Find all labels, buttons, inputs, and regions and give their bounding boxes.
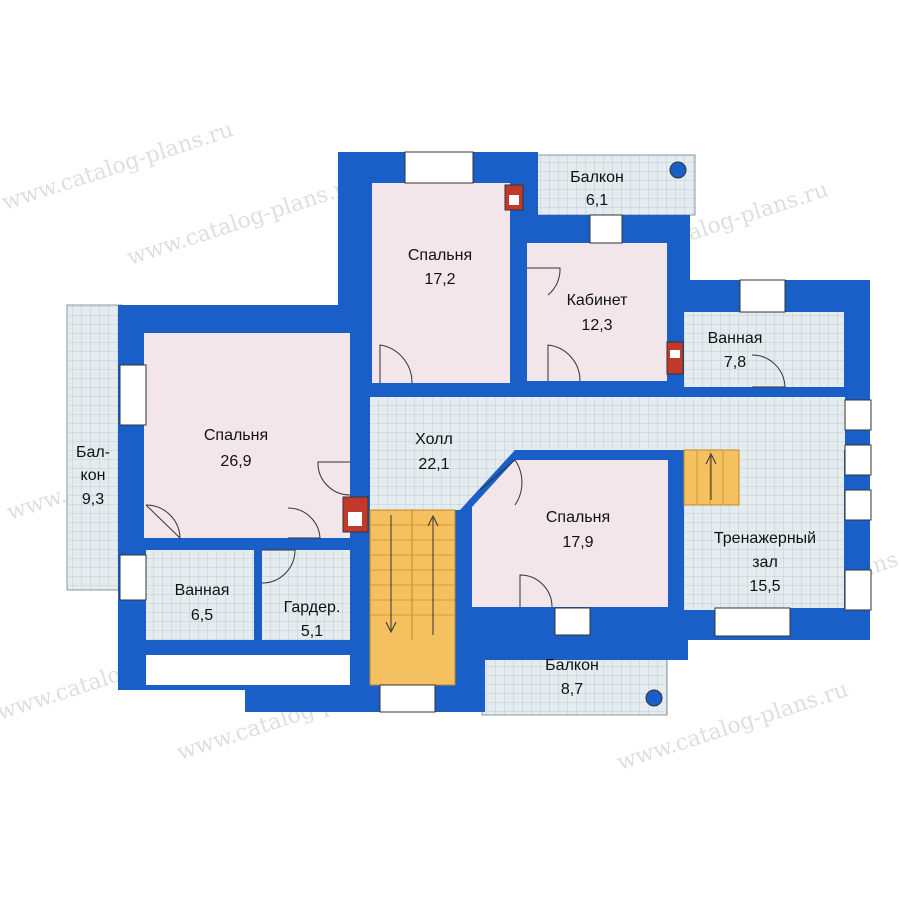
label-bedroom-top-area: 17,2 — [424, 271, 455, 288]
label-gym-name1: Тренажерный — [714, 530, 816, 547]
label-bath-right-area: 7,8 — [724, 354, 746, 371]
label-gym-area: 15,5 — [749, 578, 780, 595]
label-balcony-left-name2: кон — [81, 467, 106, 484]
label-balcony-left-name1: Бал- — [76, 444, 110, 461]
drain-icon — [645, 689, 663, 707]
room-bath-right — [684, 312, 844, 387]
label-wardrobe-area: 5,1 — [301, 623, 323, 640]
watermark-text: www.catalog-plans.ru — [124, 172, 361, 270]
staircase-gym — [683, 449, 740, 506]
label-hall-area: 22,1 — [418, 456, 449, 473]
room-bedroom-top — [372, 183, 510, 383]
staircase — [369, 509, 456, 686]
label-hall-name: Холл — [415, 431, 453, 448]
label-bedroom-top-name: Спальня — [408, 247, 472, 264]
label-bath-left-name: Ванная — [175, 582, 230, 599]
room-bath-left — [146, 550, 254, 640]
label-wardrobe-name: Гардер. — [284, 599, 341, 616]
label-bath-left-area: 6,5 — [191, 607, 213, 624]
watermark-text: www.catalog-plans.ru — [0, 117, 236, 215]
chimney — [342, 184, 684, 533]
room-storage — [146, 655, 350, 685]
label-bedroom-left-area: 26,9 — [220, 453, 251, 470]
label-bedroom-mid-area: 17,9 — [562, 534, 593, 551]
room-study — [527, 243, 667, 381]
label-balcony-bottom-name: Балкон — [545, 657, 599, 674]
label-balcony-top-area: 6,1 — [586, 192, 608, 209]
drain-icon — [669, 161, 687, 179]
balcony-left-floor — [66, 304, 123, 591]
windows — [119, 151, 872, 713]
balcony-top-floor — [534, 154, 696, 216]
label-gym-name2: зал — [752, 554, 778, 571]
room-wardrobe — [262, 550, 350, 640]
label-bedroom-left-name: Спальня — [204, 427, 268, 444]
label-balcony-bottom-area: 8,7 — [561, 681, 583, 698]
label-bedroom-mid-name: Спальня — [546, 509, 610, 526]
room-bedroom-mid — [472, 460, 668, 607]
label-balcony-left-area: 9,3 — [82, 491, 104, 508]
room-bedroom-left — [144, 333, 350, 538]
label-study-name: Кабинет — [567, 292, 629, 309]
label-bath-right-name: Ванная — [708, 330, 763, 347]
label-balcony-top-name: Балкон — [570, 169, 624, 186]
doors — [145, 267, 786, 608]
label-study-area: 12,3 — [581, 317, 612, 334]
